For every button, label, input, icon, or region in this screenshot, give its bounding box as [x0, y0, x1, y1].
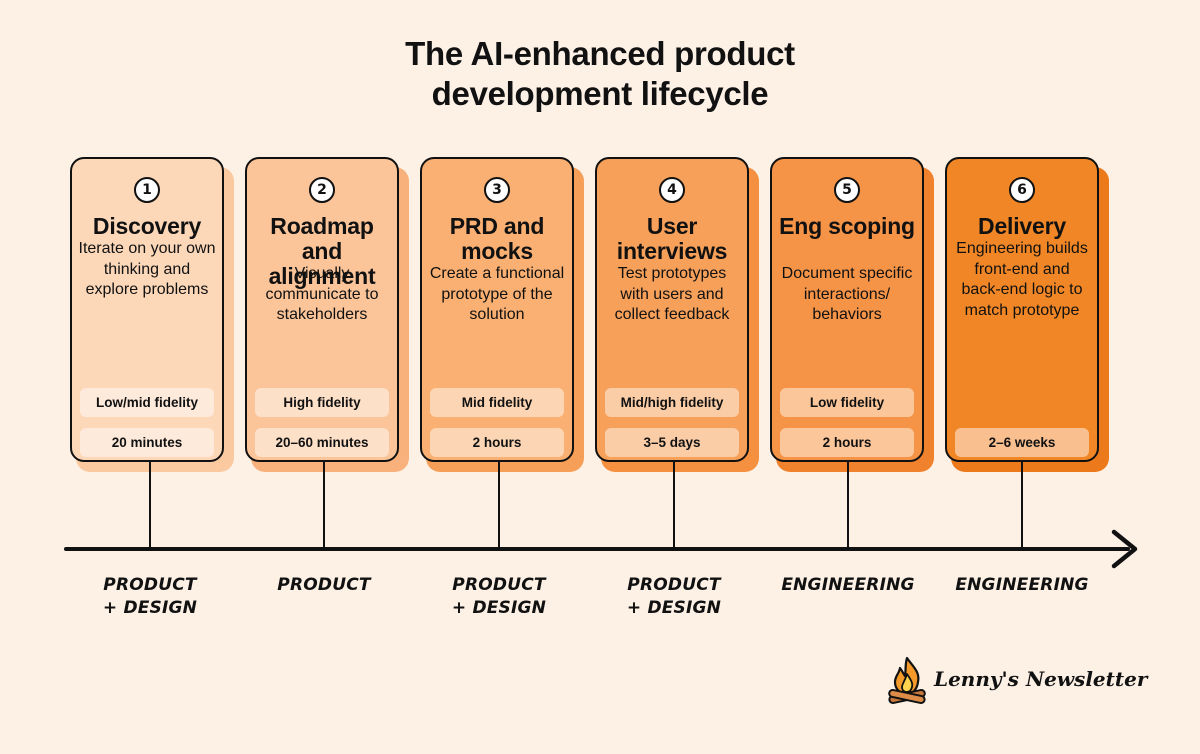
- timeline-arrowhead-icon: [1111, 529, 1138, 569]
- campfire-icon: [888, 656, 926, 705]
- timeline-stem: [149, 462, 151, 549]
- team-label-line-1: ENGINEERING: [955, 575, 1089, 595]
- stage-description: Visually communicate to stakeholders: [265, 265, 379, 323]
- stage-description: Iterate on your own thinking and explore…: [78, 240, 216, 298]
- team-label-line-2: + DESIGN: [451, 598, 547, 618]
- team-label: PRODUCT + DESIGN: [414, 574, 584, 620]
- timeline-stem: [673, 462, 675, 549]
- team-label: ENGINEERING: [763, 574, 933, 597]
- duration-badge: 2–6 weeks: [955, 428, 1089, 457]
- timeline-stem: [1021, 462, 1023, 549]
- fidelity-badge: Mid/high fidelity: [605, 388, 739, 417]
- fidelity-badge: Mid fidelity: [430, 388, 564, 417]
- duration-badge: 3–5 days: [605, 428, 739, 457]
- timeline-axis: [64, 547, 1130, 551]
- stage-title: Roadmap and alignment: [268, 213, 376, 289]
- brand-name: Lenny's Newsletter: [934, 667, 1148, 691]
- duration-badge: 2 hours: [430, 428, 564, 457]
- timeline-stem: [323, 462, 325, 549]
- team-label: PRODUCT + DESIGN: [589, 574, 759, 620]
- stage-description: Engineering builds front-end and back-en…: [956, 240, 1088, 319]
- team-label-line-1: PRODUCT: [627, 575, 721, 595]
- team-label: PRODUCT: [239, 574, 409, 597]
- team-label-line-1: ENGINEERING: [781, 575, 915, 595]
- team-label-line-1: PRODUCT: [277, 575, 371, 595]
- brand-logo: Lenny's Newsletter: [884, 654, 1148, 706]
- team-label: ENGINEERING: [937, 574, 1107, 597]
- stage-number-badge: 1: [134, 177, 160, 203]
- duration-badge: 2 hours: [780, 428, 914, 457]
- timeline-stem: [847, 462, 849, 549]
- team-label-line-2: + DESIGN: [102, 598, 198, 618]
- fidelity-badge: Low/mid fidelity: [80, 388, 214, 417]
- page-title: The AI-enhanced product development life…: [0, 34, 1200, 114]
- stage-description: Create a functional prototype of the sol…: [429, 265, 565, 323]
- stage-title: User interviews: [616, 213, 728, 264]
- stage-number-badge: 6: [1009, 177, 1035, 203]
- fidelity-badge: High fidelity: [255, 388, 389, 417]
- team-label-line-1: PRODUCT: [103, 575, 197, 595]
- stage-number-badge: 4: [659, 177, 685, 203]
- timeline-stem: [498, 462, 500, 549]
- title-line-1: The AI-enhanced product: [405, 35, 795, 72]
- duration-badge: 20 minutes: [80, 428, 214, 457]
- stage-number-badge: 3: [484, 177, 510, 203]
- stage-description: Test prototypes with users and collect f…: [614, 265, 730, 323]
- duration-badge: 20–60 minutes: [255, 428, 389, 457]
- team-label-line-1: PRODUCT: [452, 575, 546, 595]
- fidelity-badge: Low fidelity: [780, 388, 914, 417]
- team-label: PRODUCT + DESIGN: [65, 574, 235, 620]
- stage-number-badge: 2: [309, 177, 335, 203]
- stage-title: Eng scoping: [779, 213, 915, 239]
- stage-title: PRD and mocks: [449, 213, 545, 264]
- stage-title: Discovery: [92, 213, 202, 239]
- stage-number-badge: 5: [834, 177, 860, 203]
- title-line-2: development lifecycle: [431, 75, 769, 112]
- team-label-line-2: + DESIGN: [626, 598, 722, 618]
- stage-description: Document specific interactions/ behavior…: [781, 265, 913, 323]
- stage-title: Delivery: [978, 213, 1066, 239]
